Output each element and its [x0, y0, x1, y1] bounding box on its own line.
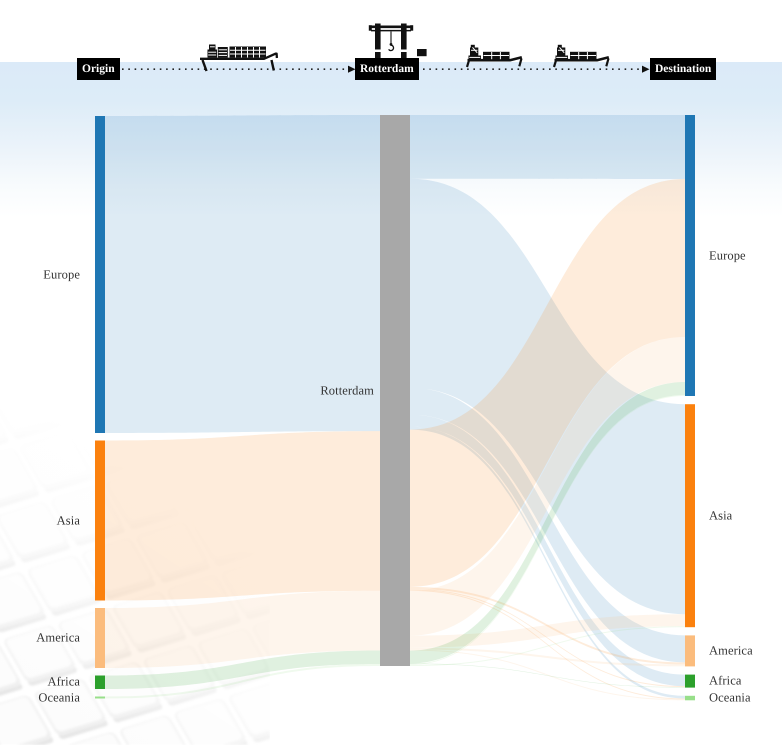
- destination-node-label-america: America: [709, 643, 753, 658]
- coaster-ship-icon: [552, 43, 611, 69]
- sankey-link-america-oceania[interactable]: [410, 649, 685, 701]
- sankey-node-destination-africa[interactable]: [685, 674, 695, 688]
- sankey-node-destination-oceania[interactable]: [685, 695, 695, 701]
- hub-node-label-rotterdam: Rotterdam: [320, 383, 374, 397]
- sankey-link-europe-asia[interactable]: [410, 178, 685, 615]
- coaster-ship-icon: [465, 44, 523, 68]
- sankey-link-oceania-rotterdam[interactable]: [105, 664, 380, 699]
- sankey-link-europe-africa[interactable]: [410, 414, 685, 687]
- sankey-node-origin-europe[interactable]: [95, 116, 105, 433]
- origin-node-label-america: America: [36, 630, 80, 645]
- sankey-link-america-europe[interactable]: [410, 337, 685, 636]
- sankey-node-origin-asia[interactable]: [95, 440, 105, 601]
- step-label-rotterdam: Rotterdam: [355, 58, 419, 80]
- sankey-link-asia-oceania[interactable]: [410, 589, 685, 700]
- sankey-link-america-rotterdam[interactable]: [105, 590, 380, 668]
- sankey-link-europe-rotterdam[interactable]: [105, 115, 380, 433]
- destination-node-label-asia: Asia: [709, 508, 733, 523]
- sankey-link-africa-europe[interactable]: [410, 382, 685, 664]
- sankey-node-destination-asia[interactable]: [685, 404, 695, 628]
- destination-node-label-africa: Africa: [709, 673, 742, 688]
- sankey-node-origin-america[interactable]: [95, 608, 105, 668]
- origin-node-label-europe: Europe: [43, 267, 80, 281]
- origin-node-label-asia: Asia: [56, 513, 80, 527]
- destination-node-label-europe: Europe: [709, 248, 746, 262]
- sankey-link-europe-america[interactable]: [410, 387, 685, 663]
- sankey-link-asia-africa[interactable]: [410, 588, 685, 688]
- sankey-link-asia-europe[interactable]: [410, 179, 685, 587]
- sankey-link-europe-oceania[interactable]: [410, 426, 685, 699]
- sankey-node-destination-america[interactable]: [685, 635, 695, 667]
- sankey-link-asia-america[interactable]: [410, 586, 685, 665]
- harbour-crane-icon: [368, 23, 414, 59]
- sankey-node-origin-africa[interactable]: [95, 675, 105, 690]
- sankey-link-america-asia[interactable]: [410, 614, 685, 648]
- container-ship-icon: [200, 44, 279, 72]
- step-label-origin: Origin: [77, 58, 120, 80]
- sankey-link-africa-africa[interactable]: [410, 663, 685, 688]
- sankey-link-oceania-asia[interactable]: [410, 626, 685, 666]
- sankey-link-asia-rotterdam[interactable]: [105, 431, 380, 601]
- sankey-node-origin-oceania[interactable]: [95, 696, 105, 699]
- sankey-node-destination-europe[interactable]: [685, 115, 695, 396]
- origin-node-label-oceania: Oceania: [38, 690, 80, 704]
- sankey-link-america-america[interactable]: [410, 647, 685, 667]
- sankey-link-europe-europe[interactable]: [410, 115, 685, 179]
- destination-node-label-oceania: Oceania: [709, 690, 751, 705]
- sankey-link-oceania-europe[interactable]: [410, 395, 685, 666]
- step-label-destination: Destination: [650, 58, 717, 80]
- origin-node-label-africa: Africa: [47, 674, 80, 689]
- sankey-node-hub-rotterdam[interactable]: [380, 115, 410, 666]
- sankey-link-africa-rotterdam[interactable]: [105, 650, 380, 689]
- container-icon: [417, 49, 427, 57]
- route-arrow-icon: [348, 65, 650, 73]
- route-header: [122, 23, 650, 73]
